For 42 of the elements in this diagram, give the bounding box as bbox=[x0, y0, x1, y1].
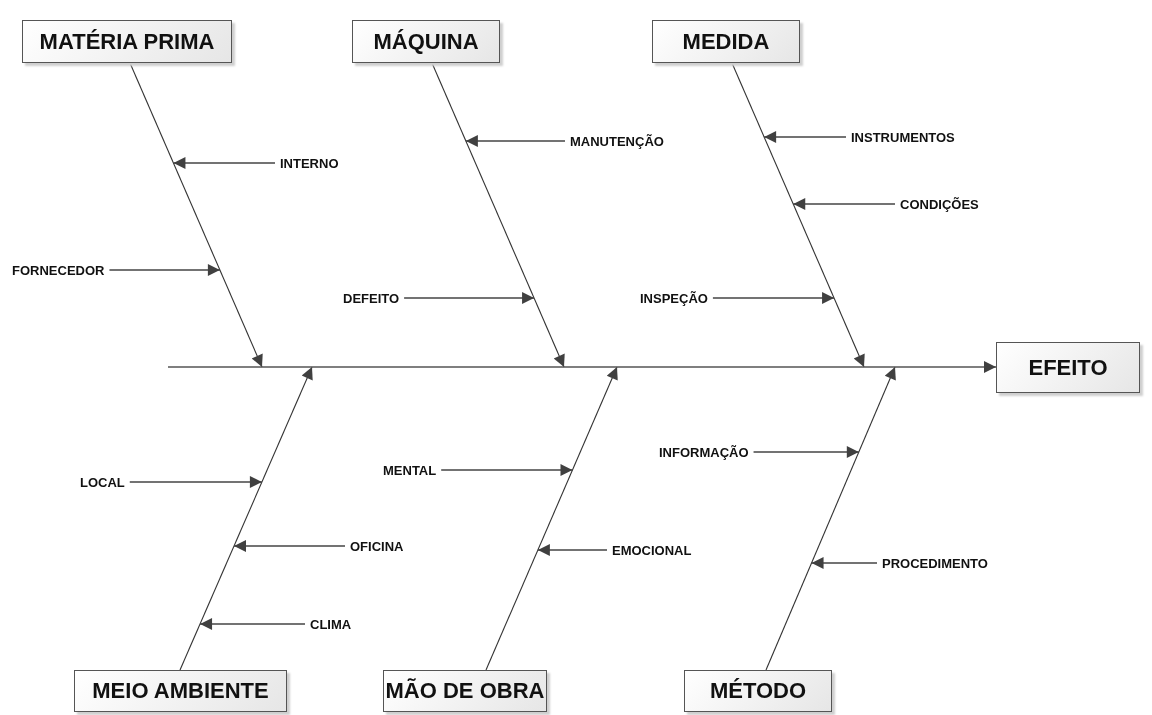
category-box: MEIO AMBIENTE bbox=[74, 670, 287, 712]
category-box: MÃO DE OBRA bbox=[383, 670, 547, 712]
category-box: MÉTODO bbox=[684, 670, 832, 712]
fishbone-branch bbox=[765, 366, 896, 671]
cause-label: DEFEITO bbox=[343, 290, 400, 306]
fishbone-spine bbox=[167, 361, 997, 373]
cause-arrow bbox=[763, 131, 847, 143]
cause-arrow bbox=[233, 540, 346, 552]
fishbone-branch bbox=[129, 62, 263, 368]
category-box: MATÉRIA PRIMA bbox=[22, 20, 232, 63]
fishbone-branch bbox=[431, 62, 565, 368]
cause-arrow bbox=[465, 135, 566, 147]
cause-arrow bbox=[792, 198, 896, 210]
cause-label: EMOCIONAL bbox=[612, 542, 692, 558]
cause-label: OFICINA bbox=[350, 538, 404, 554]
cause-arrow bbox=[810, 557, 878, 569]
cause-label: INTERNO bbox=[280, 155, 339, 171]
cause-label: INSTRUMENTOS bbox=[851, 129, 955, 145]
cause-arrow bbox=[712, 292, 835, 304]
cause-label: INFORMAÇÃO bbox=[659, 444, 749, 460]
effect-box: EFEITO bbox=[996, 342, 1140, 393]
cause-label: LOCAL bbox=[80, 474, 125, 490]
fishbone-branch bbox=[485, 366, 618, 671]
cause-label: CLIMA bbox=[310, 616, 352, 632]
cause-label: MANUTENÇÃO bbox=[570, 133, 664, 149]
cause-arrow bbox=[108, 264, 221, 276]
cause-label: FORNECEDOR bbox=[12, 262, 105, 278]
category-box: MÁQUINA bbox=[352, 20, 500, 63]
category-box: MEDIDA bbox=[652, 20, 800, 63]
cause-arrow bbox=[172, 157, 276, 169]
cause-arrow bbox=[129, 476, 263, 488]
fishbone-branch bbox=[179, 366, 313, 671]
fishbone-branch bbox=[731, 62, 865, 368]
cause-arrow bbox=[199, 618, 306, 630]
cause-arrow bbox=[752, 446, 860, 458]
cause-arrow bbox=[403, 292, 535, 304]
cause-label: MENTAL bbox=[383, 462, 437, 478]
cause-arrow bbox=[440, 464, 574, 476]
cause-label: CONDIÇÕES bbox=[900, 196, 979, 212]
cause-label: INSPEÇÃO bbox=[640, 290, 708, 306]
cause-arrow bbox=[537, 544, 608, 556]
cause-label: PROCEDIMENTO bbox=[882, 555, 988, 571]
